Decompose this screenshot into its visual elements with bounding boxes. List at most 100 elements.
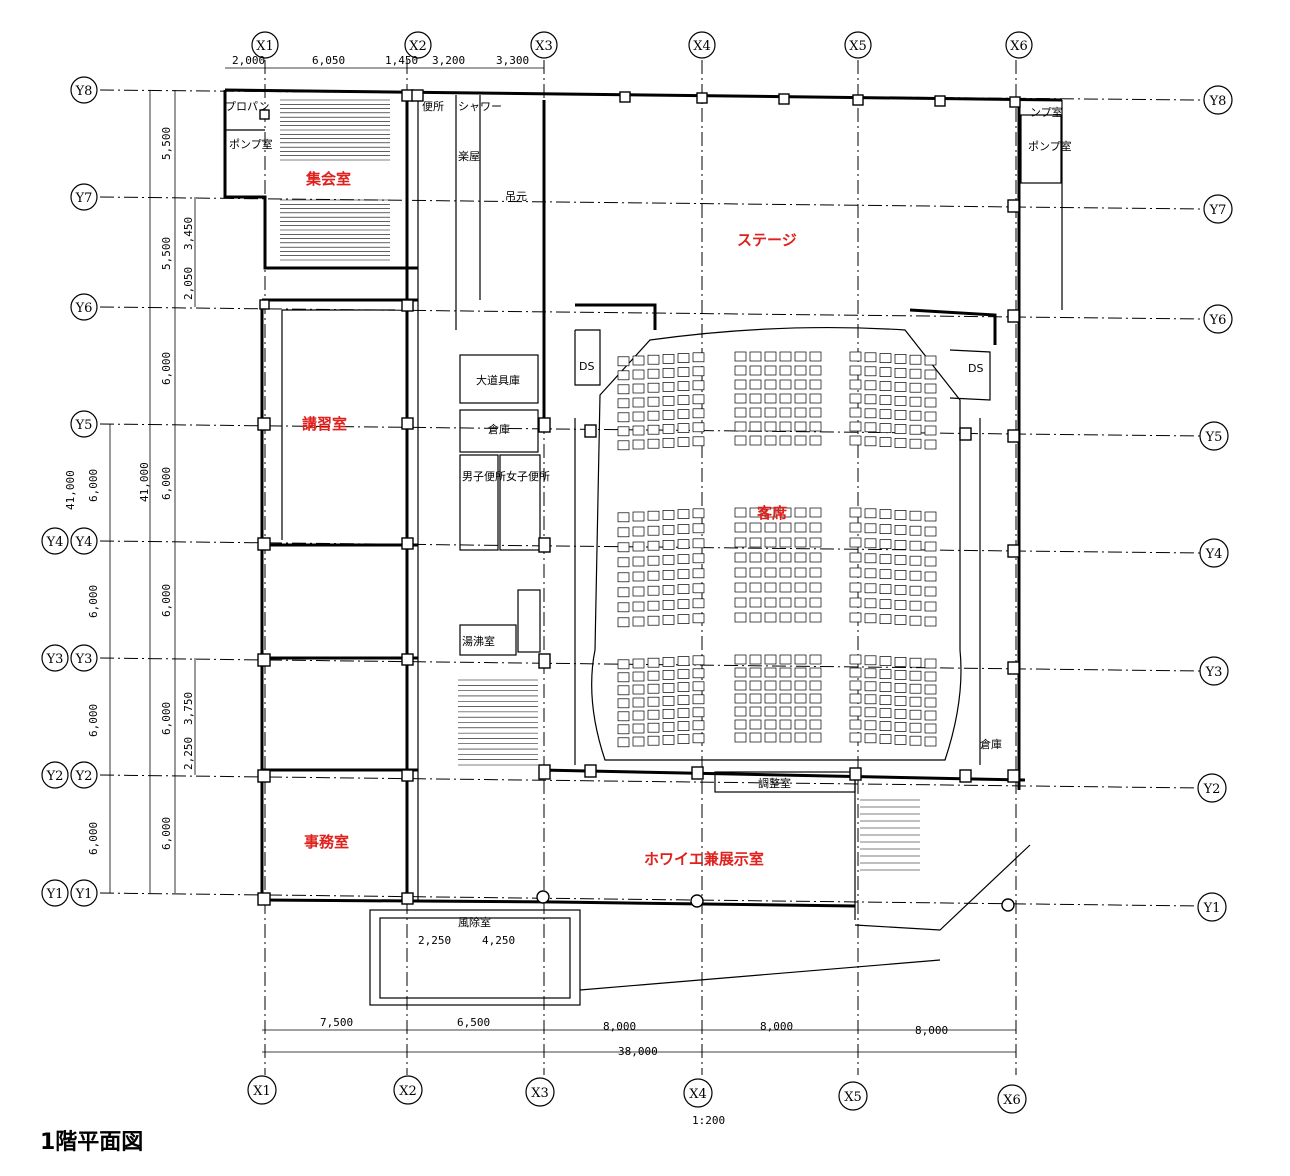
- seat: [794, 407, 807, 418]
- seat: [894, 696, 907, 706]
- svg-text:X4: X4: [693, 39, 711, 54]
- dim-left-total-a: 41,000: [138, 462, 151, 502]
- seat: [809, 693, 822, 704]
- dimensions-entrance: 2,250 4,250: [418, 934, 515, 947]
- seat: [662, 683, 675, 693]
- seat: [809, 597, 822, 608]
- axis-y3-right: Y3: [1199, 656, 1229, 686]
- seat: [734, 719, 747, 730]
- seat: [779, 706, 792, 717]
- seat: [734, 612, 747, 623]
- seat: [734, 552, 747, 563]
- seat: [849, 351, 862, 362]
- seat: [692, 720, 705, 731]
- seat: [647, 424, 660, 435]
- seat: [647, 382, 660, 393]
- svg-text:X1: X1: [256, 39, 274, 54]
- seat: [617, 724, 630, 735]
- room-storage-right: 倉庫: [980, 737, 1002, 751]
- svg-text:Y2: Y2: [46, 769, 64, 784]
- dim-left-inner-1: 3,450: [182, 217, 195, 250]
- svg-text:Y8: Y8: [75, 84, 93, 99]
- seat: [909, 510, 922, 521]
- seat: [632, 397, 645, 408]
- seat: [632, 616, 645, 627]
- seat: [734, 582, 747, 593]
- dim-left-4: 6,000: [160, 467, 173, 500]
- seat: [879, 599, 892, 609]
- seat: [764, 421, 777, 432]
- svg-text:Y8: Y8: [1209, 94, 1227, 109]
- seat: [879, 423, 892, 433]
- seat: [864, 538, 877, 549]
- seat: [924, 383, 937, 394]
- seat: [924, 684, 937, 695]
- seat: [809, 612, 822, 623]
- dim-left-7: 6,000: [160, 817, 173, 850]
- seat: [924, 601, 937, 612]
- room-windbreak: 風除室: [458, 915, 491, 929]
- seat: [864, 655, 877, 666]
- seat: [647, 600, 660, 611]
- seat: [924, 723, 937, 734]
- seat: [764, 680, 777, 691]
- seat: [647, 555, 660, 566]
- seat: [924, 355, 937, 366]
- seat: [734, 693, 747, 704]
- drawing-caption: 1階平面図: [40, 1130, 144, 1155]
- seat: [909, 540, 922, 551]
- dim-entrance-2: 4,250: [482, 934, 515, 947]
- seat: [677, 584, 690, 594]
- seat: [749, 552, 762, 563]
- seat: [734, 680, 747, 691]
- seat: [692, 733, 705, 744]
- seat: [749, 667, 762, 678]
- dimensions-left: 5,500 5,500 6,000 6,000 6,000 6,000 6,00…: [64, 90, 196, 893]
- seat: [794, 654, 807, 665]
- seat: [879, 584, 892, 594]
- seat: [734, 597, 747, 608]
- seat: [809, 552, 822, 563]
- seat: [879, 353, 892, 363]
- seat: [849, 654, 862, 665]
- seat: [677, 409, 690, 419]
- seat: [749, 421, 762, 432]
- seat: [849, 365, 862, 376]
- seat: [879, 409, 892, 419]
- seat: [677, 381, 690, 391]
- seat: [749, 507, 762, 518]
- seat: [617, 659, 630, 670]
- seat: [749, 680, 762, 691]
- seat: [677, 509, 690, 519]
- seat: [794, 435, 807, 446]
- seat: [662, 696, 675, 706]
- seat: [879, 734, 892, 744]
- seat: [794, 421, 807, 432]
- svg-text:Y7: Y7: [1209, 203, 1227, 218]
- seat: [647, 683, 660, 694]
- seat: [894, 354, 907, 364]
- axis-bubbles-right: Y8 Y7 Y6 Y5 Y4 Y3 Y2 Y1: [1197, 85, 1233, 922]
- dim-left-inner-2: 2,050: [182, 267, 195, 300]
- seat: [864, 394, 877, 405]
- seat: [779, 719, 792, 730]
- seat: [894, 382, 907, 392]
- seat: [647, 354, 660, 365]
- dim-left-inner-4: 2,250: [182, 737, 195, 770]
- seat: [809, 567, 822, 578]
- seat: [794, 680, 807, 691]
- seat: [924, 526, 937, 537]
- seat: [749, 732, 762, 743]
- seat: [662, 709, 675, 719]
- seat: [692, 352, 705, 363]
- seat: [894, 540, 907, 550]
- room-ds-left: DS: [579, 360, 594, 373]
- svg-text:X5: X5: [844, 1090, 862, 1105]
- seat: [764, 365, 777, 376]
- seat: [749, 719, 762, 730]
- dim-left-3: 6,000: [160, 352, 173, 385]
- seat: [647, 396, 660, 407]
- dim-bottom-total: 38,000: [618, 1045, 658, 1058]
- seat: [647, 510, 660, 521]
- seat: [632, 511, 645, 522]
